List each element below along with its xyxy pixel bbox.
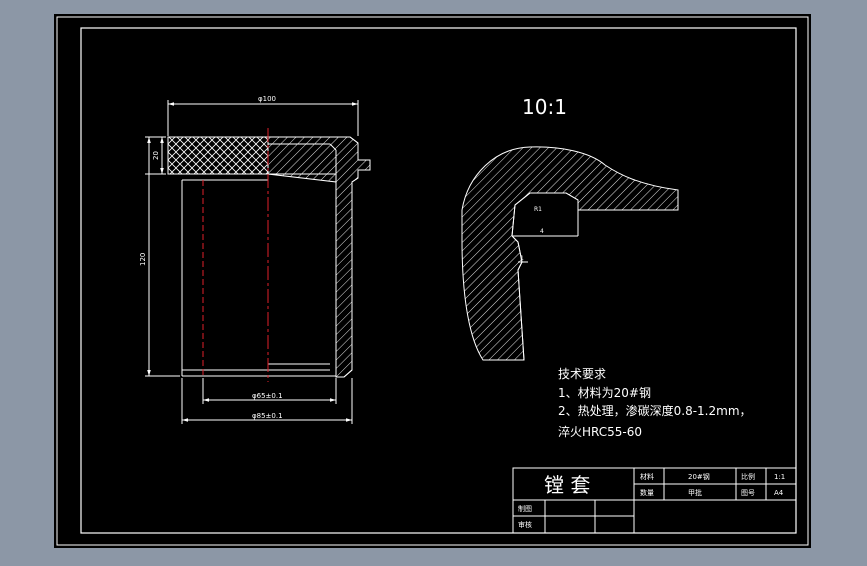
sheet-outer-border bbox=[56, 16, 809, 546]
detail-dim-radius: R1 bbox=[534, 206, 542, 213]
dim-outer-body-diameter: φ85±0.1 bbox=[252, 412, 283, 420]
drawn-label: 制图 bbox=[518, 504, 532, 513]
scale-label: 比例 bbox=[741, 472, 755, 481]
checked-label: 审核 bbox=[518, 520, 532, 529]
detail-dim-width: 4 bbox=[540, 228, 544, 235]
dim-outer-diameter: φ100 bbox=[258, 95, 276, 103]
notes-line-1: 1、材料为20#钢 bbox=[558, 386, 651, 400]
sheet-value: A4 bbox=[774, 489, 784, 497]
notes-line-3: 淬火HRC55-60 bbox=[558, 424, 642, 439]
quantity-value: 甲批 bbox=[688, 488, 702, 497]
title-block bbox=[512, 467, 797, 534]
detail-view bbox=[461, 146, 679, 361]
detail-dim-depth: 1 bbox=[520, 255, 524, 262]
part-name: 镗 套 bbox=[544, 473, 590, 497]
material-value: 20#钢 bbox=[688, 472, 710, 481]
material-label: 材料 bbox=[640, 472, 654, 481]
frame-inner-border bbox=[80, 27, 797, 534]
notes-heading: 技术要求 bbox=[558, 367, 606, 381]
sheet-label: 图号 bbox=[741, 489, 755, 497]
dim-flange-height: 20 bbox=[152, 151, 160, 160]
bushing-section-view bbox=[145, 100, 371, 424]
title-block-text: 镗 套 材料 20#钢 比例 1:1 数量 甲批 图号 A4 制图 审核 bbox=[518, 472, 785, 529]
dim-inner-diameter: φ65±0.1 bbox=[252, 392, 283, 400]
detail-scale-label: 10:1 bbox=[522, 95, 567, 119]
quantity-label: 数量 bbox=[640, 488, 654, 497]
knurled-flange bbox=[167, 136, 269, 175]
technical-notes: 技术要求 1、材料为20#钢 2、热处理，渗碳深度0.8-1.2mm， 淬火HR… bbox=[558, 367, 752, 439]
dim-body-height: 120 bbox=[139, 253, 147, 266]
scale-value: 1:1 bbox=[774, 473, 785, 481]
notes-line-2: 2、热处理，渗碳深度0.8-1.2mm， bbox=[558, 403, 752, 418]
